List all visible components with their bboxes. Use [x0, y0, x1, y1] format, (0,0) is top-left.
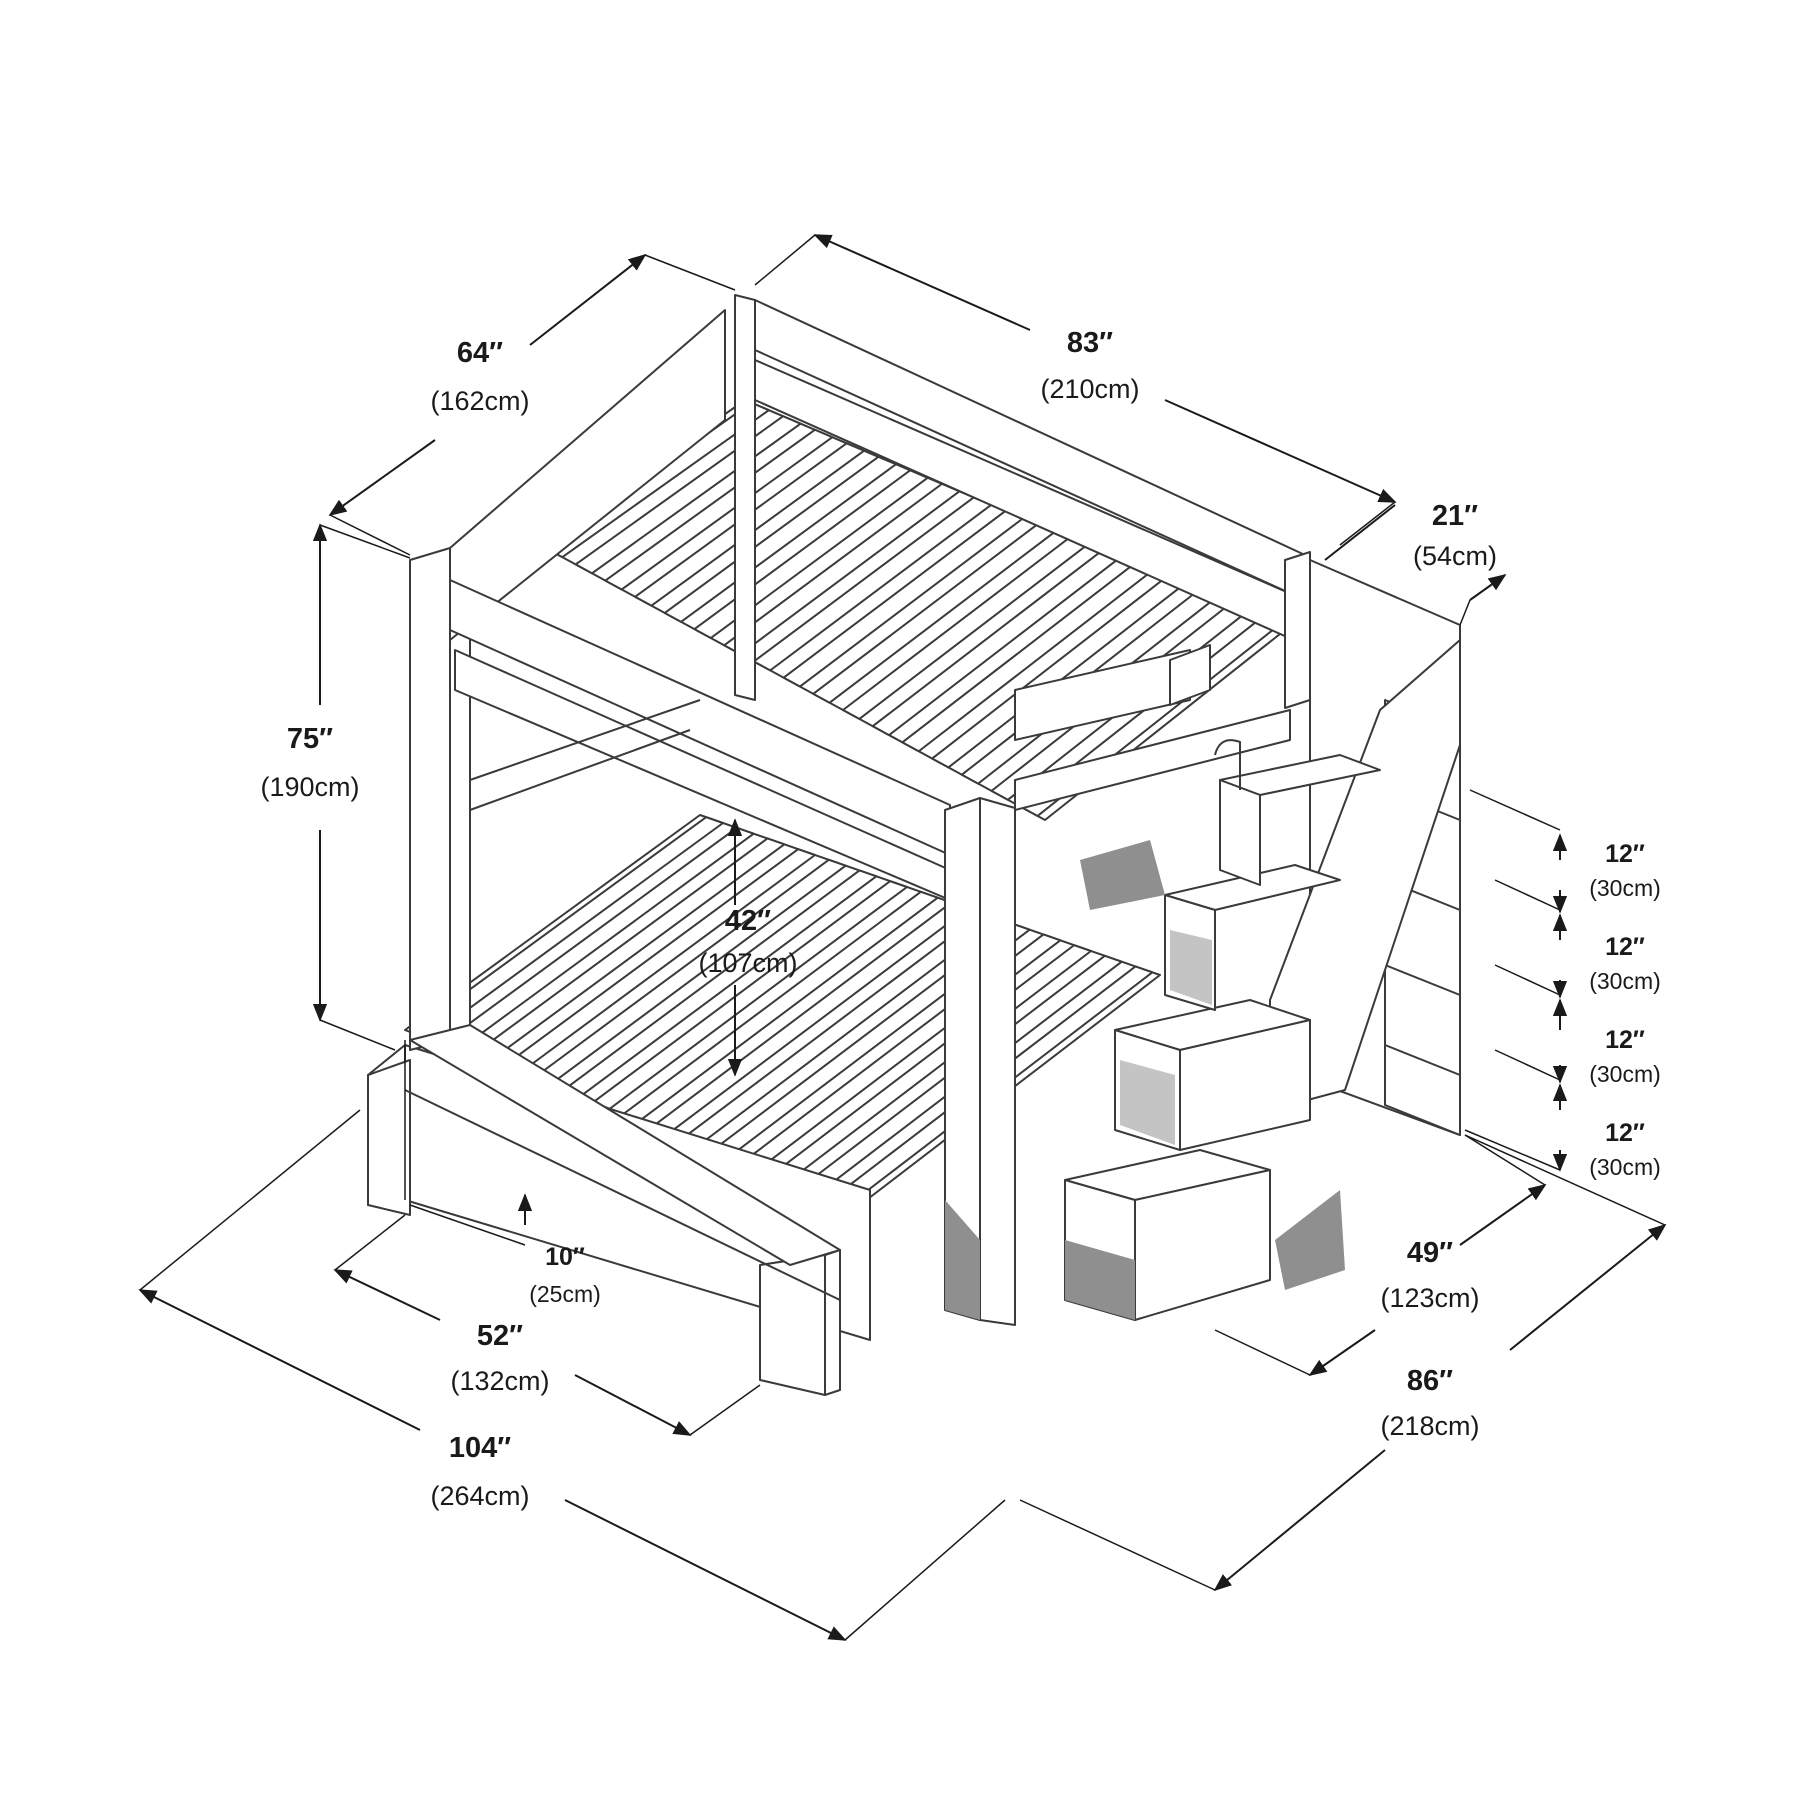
dim-sub-52: (132cm)	[450, 1366, 549, 1396]
dim-label-75: 75″	[287, 723, 333, 755]
dim-sub-42: (107cm)	[698, 948, 797, 978]
dim-sub-10: (25cm)	[529, 1281, 601, 1307]
dim-line-64	[328, 439, 436, 517]
dim-label-12-d: 12″	[1605, 1119, 1645, 1147]
dim-sub-49: (123cm)	[1380, 1283, 1479, 1313]
dim-label-21: 21″	[1432, 500, 1478, 532]
dimension-labels: 64″ (162cm) 83″ (210cm) 21″ (54cm) 75″ (…	[260, 327, 1660, 1511]
dim-line-52	[333, 1269, 441, 1321]
dim-sub-104: (264cm)	[430, 1481, 529, 1511]
dim-sub-86: (218cm)	[1380, 1411, 1479, 1441]
dimension-lines	[138, 234, 1667, 1641]
dim-label-42: 42″	[725, 905, 771, 937]
dim-sub-75: (190cm)	[260, 772, 359, 802]
dim-sub-21: (54cm)	[1413, 541, 1497, 571]
dim-line-21	[1324, 504, 1396, 561]
dim-sub-12-b: (30cm)	[1589, 968, 1661, 994]
staircase	[1064, 559, 1461, 1321]
dim-label-10: 10″	[545, 1243, 585, 1271]
dim-label-83: 83″	[1067, 327, 1113, 359]
dim-sub-12-a: (30cm)	[1589, 875, 1661, 901]
dim-label-12-c: 12″	[1605, 1026, 1645, 1054]
dim-label-104: 104″	[449, 1432, 511, 1464]
dim-label-12-a: 12″	[1605, 840, 1645, 868]
lower-bed-left-rail	[409, 699, 841, 1266]
dim-sub-83: (210cm)	[1040, 374, 1139, 404]
lower-bed-foot-end	[367, 1044, 871, 1396]
dim-label-12-b: 12″	[1605, 933, 1645, 961]
dim-sub-12-c: (30cm)	[1589, 1061, 1661, 1087]
dim-sub-12-d: (30cm)	[1589, 1154, 1661, 1180]
dim-line-86	[1509, 1223, 1667, 1351]
dim-label-52: 52″	[477, 1320, 523, 1352]
dim-line-49	[1459, 1183, 1547, 1246]
dim-line-104	[138, 1289, 421, 1431]
dim-line-83	[813, 234, 1031, 331]
upper-bed-frame	[409, 294, 1311, 1326]
dim-label-64: 64″	[457, 337, 503, 369]
dim-sub-64: (162cm)	[430, 386, 529, 416]
bunk-bed-drawing	[367, 294, 1461, 1396]
dim-label-86: 86″	[1407, 1365, 1453, 1397]
upper-bed-slat	[604, 428, 834, 591]
dim-label-49: 49″	[1407, 1237, 1453, 1269]
